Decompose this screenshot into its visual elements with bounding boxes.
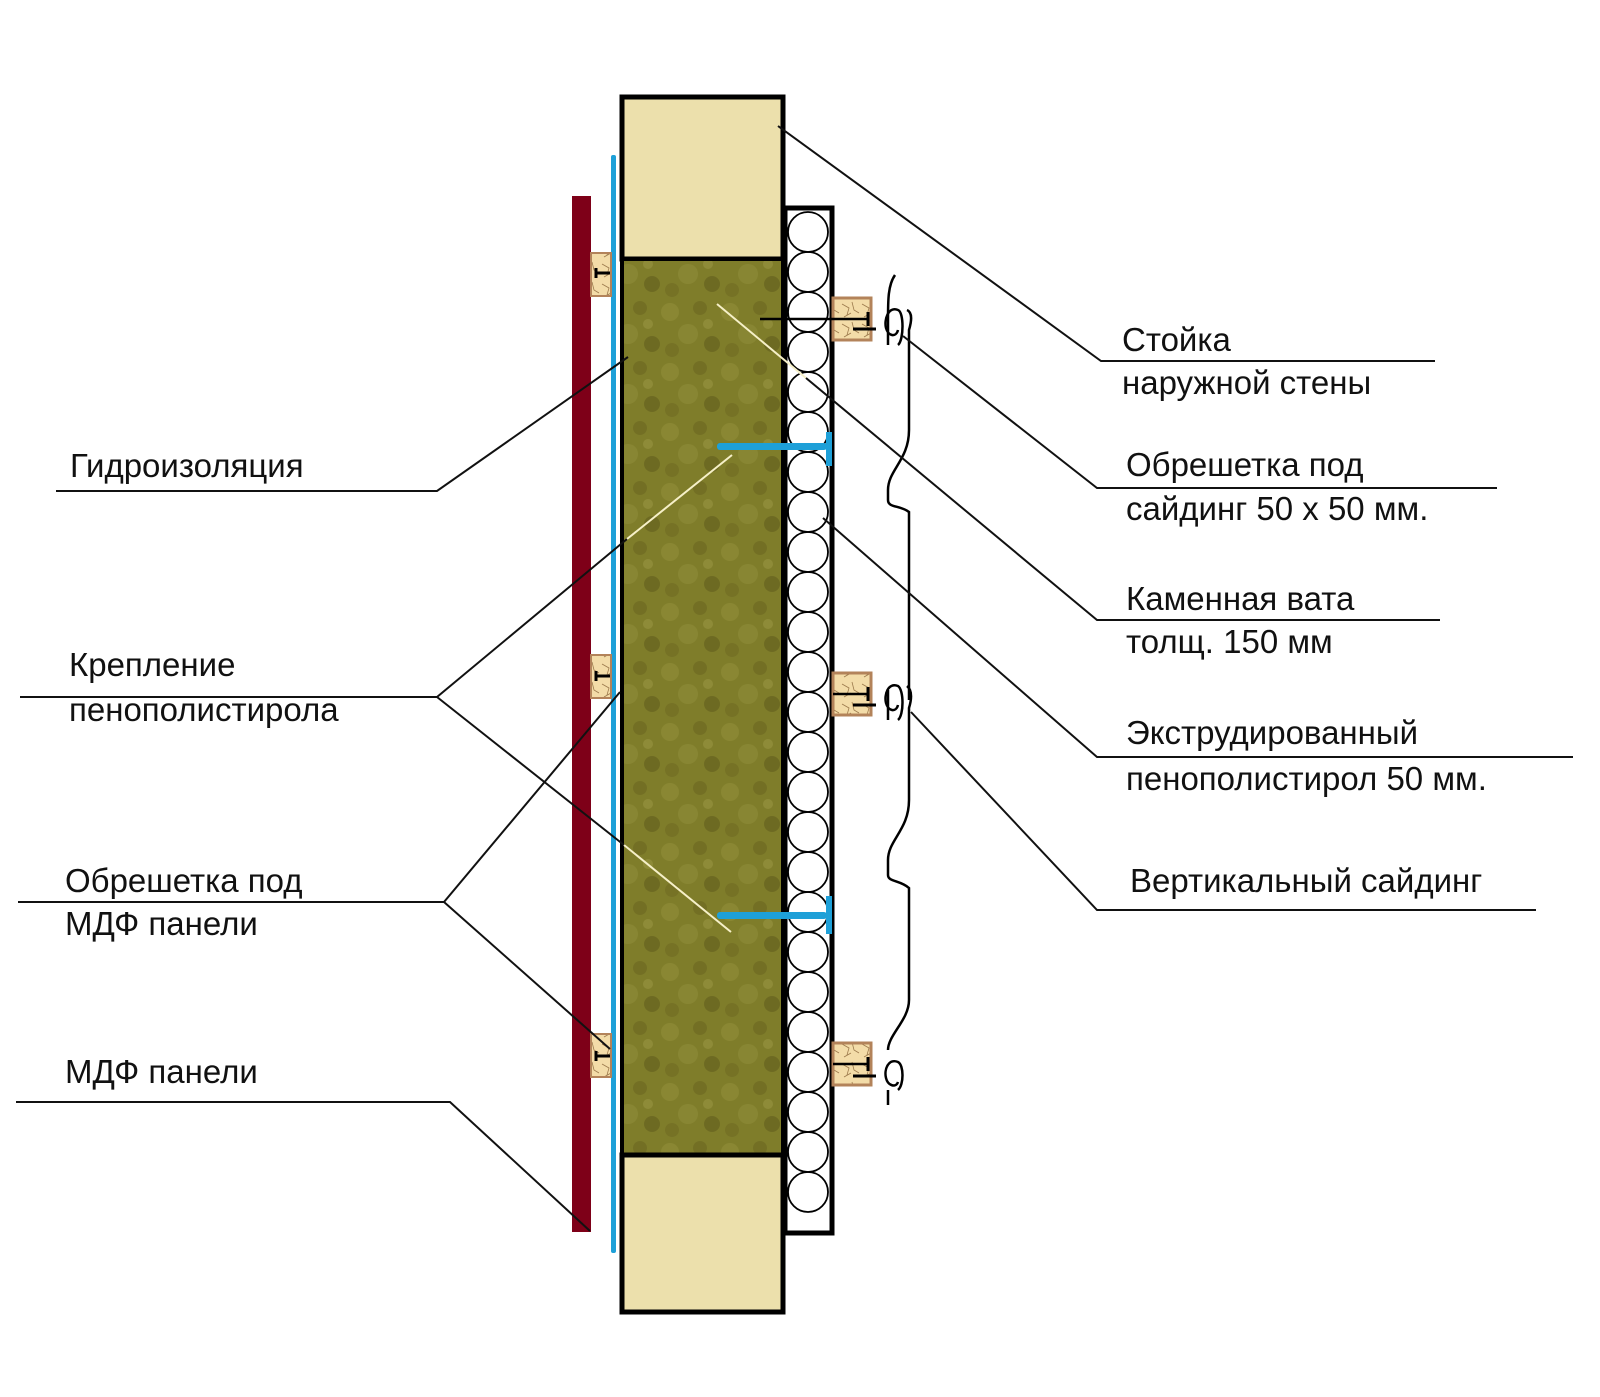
siding-batten-3 bbox=[831, 1041, 876, 1087]
leader-mdf-battens-b bbox=[443, 901, 611, 1050]
mdf-panel bbox=[572, 196, 591, 1232]
label-stone-wool-line2: толщ. 150 мм bbox=[1126, 623, 1333, 660]
leader-siding-battens bbox=[902, 335, 1497, 489]
label-xps-line2: пенополистирол 50 мм. bbox=[1126, 760, 1487, 797]
label-wall-post-line2: наружной стены bbox=[1122, 364, 1371, 401]
eps-fastener-upper bbox=[717, 432, 832, 466]
leader-stone-wool bbox=[716, 303, 807, 379]
label-stone-wool: Каменная вата bbox=[1126, 580, 1355, 617]
leader-xps bbox=[822, 517, 1573, 758]
xps-circle bbox=[787, 1171, 829, 1213]
leader-wall-post bbox=[777, 125, 1435, 362]
wall-post-bottom bbox=[619, 1152, 786, 1315]
label-siding-battens-line2: сайдинг 50 х 50 мм. bbox=[1126, 490, 1428, 527]
label-eps-fastening: Крепление bbox=[69, 646, 235, 683]
xps-circle-pattern bbox=[787, 211, 829, 1213]
label-vertical-siding: Вертикальный сайдинг bbox=[1130, 862, 1482, 899]
label-eps-fastening-line2: пенополистирола bbox=[69, 691, 339, 728]
leader-stone-wool-dark bbox=[805, 377, 1440, 621]
label-siding-battens: Обрешетка под bbox=[1126, 446, 1364, 483]
mdf-batten-1 bbox=[590, 252, 612, 297]
wall-layers bbox=[572, 94, 913, 1315]
stone-wool-layer bbox=[620, 257, 785, 1157]
leader-mdf-panels bbox=[16, 1101, 591, 1232]
wall-post-top bbox=[619, 94, 786, 262]
leader-eps-fastening-b-light bbox=[623, 844, 732, 933]
label-wall-post: Стойка bbox=[1122, 321, 1232, 358]
label-mdf-battens: Обрешетка под bbox=[65, 862, 303, 899]
label-mdf-panels: МДФ панели bbox=[65, 1053, 258, 1090]
leader-vertical-siding bbox=[910, 711, 1536, 911]
siding-batten-1 bbox=[760, 296, 876, 342]
vertical-siding-profile bbox=[884, 274, 913, 1105]
eps-fastener-lower bbox=[717, 896, 832, 934]
waterproofing-membrane bbox=[611, 155, 616, 1253]
label-mdf-battens-line2: МДФ панели bbox=[65, 905, 258, 942]
leader-waterproofing bbox=[56, 356, 629, 492]
label-xps: Экструдированный bbox=[1126, 714, 1418, 751]
leader-eps-fastening-b bbox=[436, 696, 625, 846]
labels-right: Стойка наружной стены Обрешетка под сайд… bbox=[1122, 321, 1487, 899]
leader-eps-fastening-a-light bbox=[626, 454, 733, 540]
leader-lines bbox=[16, 125, 1573, 1232]
label-waterproofing: Гидроизоляция bbox=[70, 447, 304, 484]
labels-left: Гидроизоляция Крепление пенополистирола … bbox=[65, 447, 339, 1090]
mdf-batten-2 bbox=[590, 654, 612, 699]
siding-batten-2 bbox=[831, 671, 876, 717]
